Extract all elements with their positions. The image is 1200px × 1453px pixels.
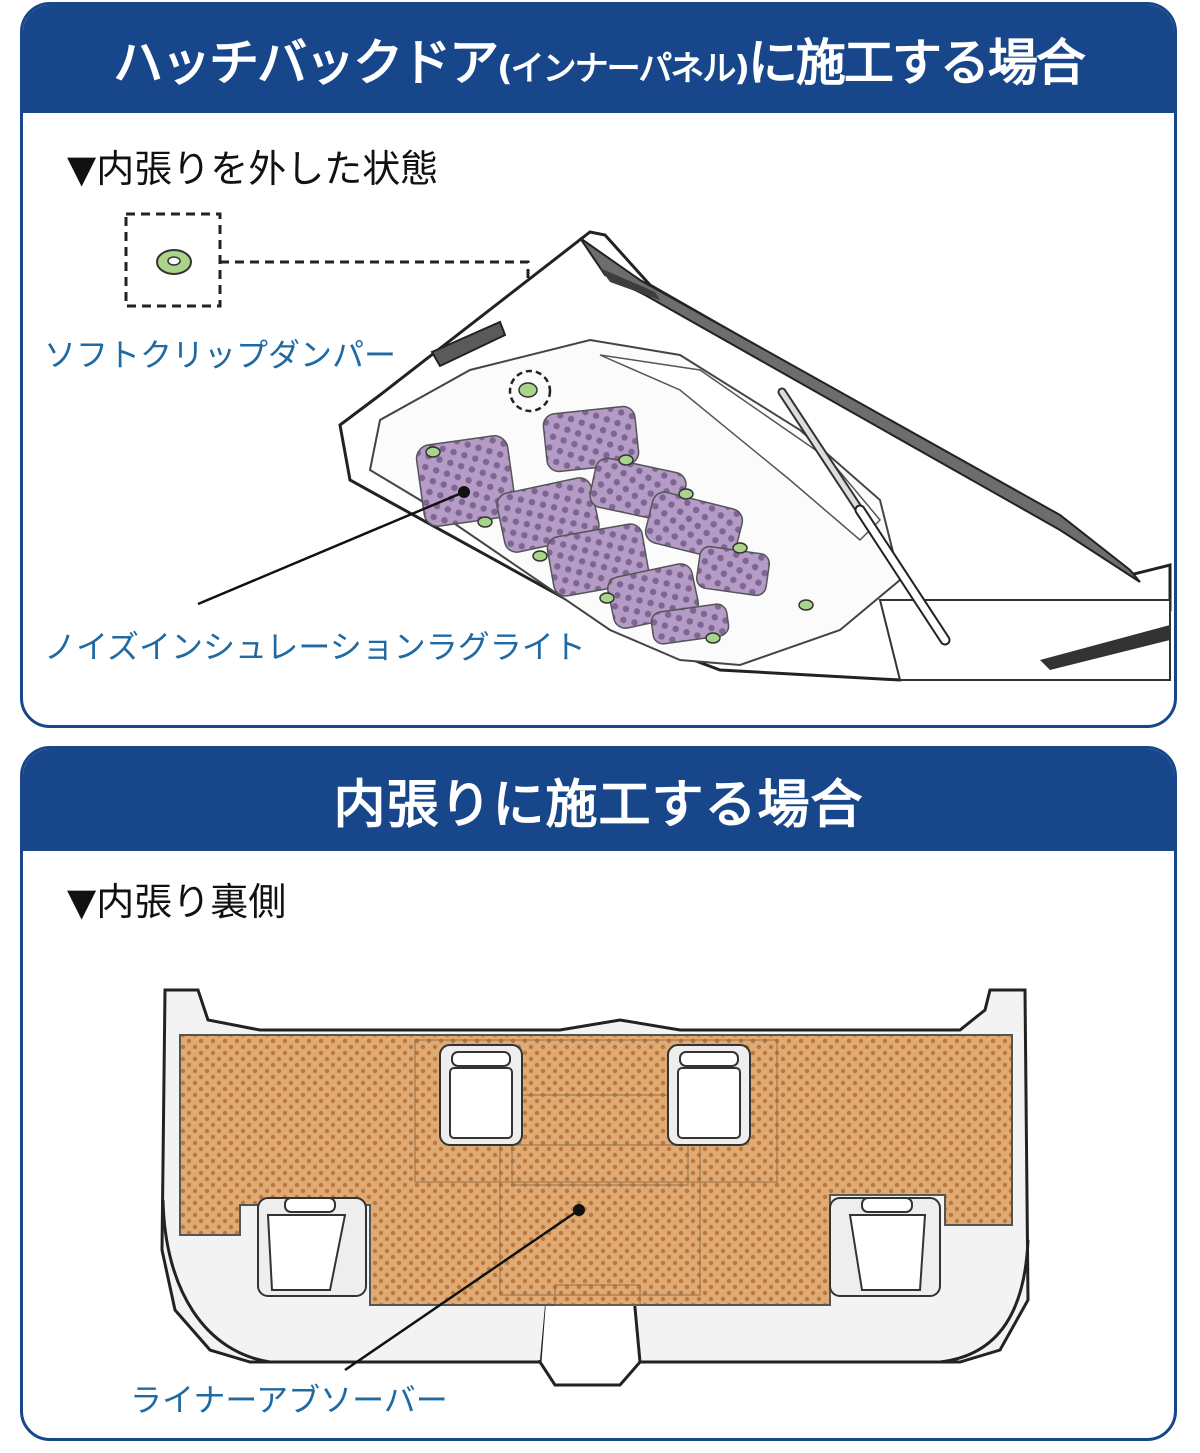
hatchback-illustration — [124, 212, 1172, 682]
label-liner-absorber: ライナーアブソーバー — [130, 1381, 448, 1419]
clip-highlight-circle — [508, 369, 552, 413]
clip-dampers — [425, 382, 814, 644]
trim-illustration — [160, 988, 1030, 1387]
trim-clips — [257, 1044, 941, 1297]
panel-hatchback-title: ハッチバックドア(インナーパネル)に施工する場合 — [113, 34, 1086, 92]
clip-zoom-box — [124, 212, 222, 308]
liner-absorber — [179, 1034, 1013, 1306]
panel-trim-title: 内張りに施工する場合 — [333, 775, 864, 836]
subtitle-trim-removed: ▼内張りを外した状態 — [67, 147, 439, 191]
panel-hatchback-header: ハッチバックドア(インナーパネル)に施工する場合 — [23, 5, 1174, 113]
noise-insulation-rug — [415, 405, 771, 645]
label-soft-clip-damper: ソフトクリップダンパー — [44, 336, 397, 374]
rug-leader — [197, 490, 465, 606]
label-noise-insulation-rug: ノイズインシュレーションラグライト — [44, 628, 586, 666]
absorber-leader — [344, 1208, 580, 1372]
subtitle-trim-back: ▼内張り裏側 — [67, 880, 287, 924]
panel-trim-header: 内張りに施工する場合 — [23, 749, 1174, 851]
